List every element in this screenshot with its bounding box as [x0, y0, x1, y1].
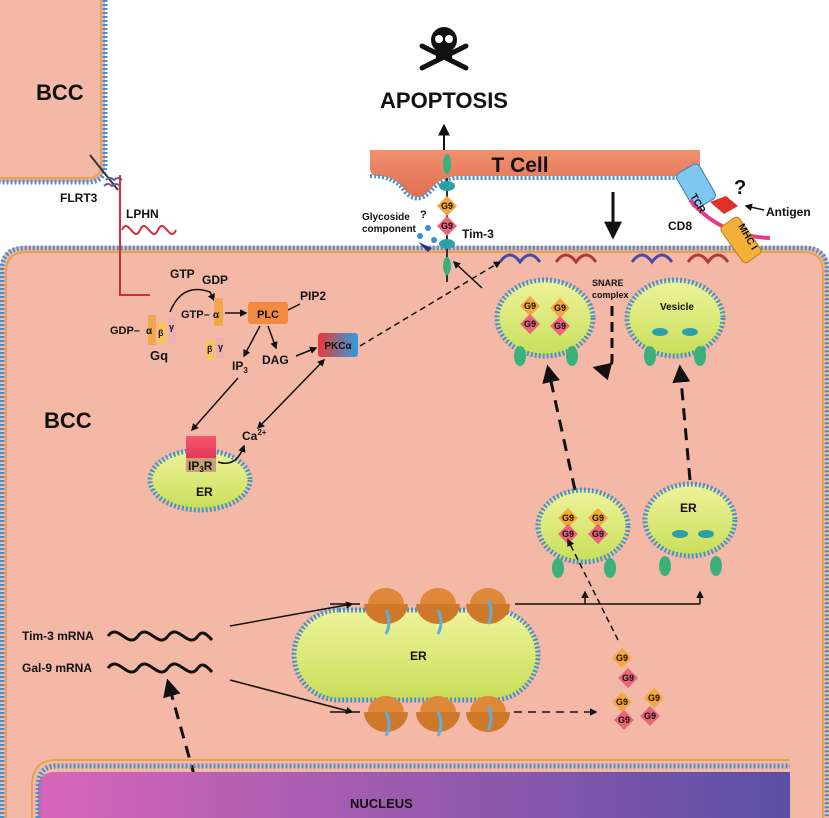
- skull-icon: [419, 27, 469, 71]
- er-mid-label: ER: [680, 501, 697, 515]
- bcc-top-cell: [0, 0, 105, 182]
- gq-beta-gamma-icon: [206, 337, 224, 360]
- gdp-label: GDP: [202, 273, 228, 287]
- g9-secretion-dashed: [567, 538, 619, 641]
- bcc-main-label: BCC: [44, 408, 92, 433]
- g9-free-f: G9: [618, 715, 630, 725]
- g9-v1c: G9: [554, 303, 566, 313]
- pip2-label: PIP2: [300, 289, 326, 303]
- er-left-label: ER: [196, 485, 213, 499]
- question-mark-1: ?: [420, 209, 427, 221]
- nucleus-label: NUCLEUS: [350, 796, 413, 811]
- er-main-label: ER: [410, 649, 427, 663]
- glycoside-label-2: component: [362, 224, 417, 235]
- pkc-label: PKCα: [324, 341, 352, 352]
- alpha-label-1: α: [146, 326, 153, 337]
- question-mark-2: ?: [734, 177, 746, 199]
- lphn-receptor-icon: [119, 175, 177, 296]
- pkc-to-vesicle-arrow: [359, 261, 502, 347]
- g9-v2b: G9: [562, 529, 574, 539]
- t-cell-label: T Cell: [491, 154, 548, 177]
- gq-protein-icon: [148, 315, 176, 345]
- g9-free-e: G9: [616, 697, 628, 707]
- beta-label-1: β: [158, 328, 164, 338]
- tim3-receptor-icon: [437, 154, 457, 282]
- dashed-arrow-up-left: [542, 364, 577, 491]
- g9-free-b: G9: [622, 673, 634, 683]
- ip3-label: IP3: [232, 359, 248, 375]
- cd8-label: CD8: [668, 219, 692, 233]
- vesicle-mid-left: [535, 487, 631, 565]
- ip3r-label: IP3R: [188, 459, 213, 474]
- snare-complexes: [498, 253, 730, 265]
- g9-free-d: G9: [644, 711, 656, 721]
- vesicle-upper-stalks: [514, 328, 706, 366]
- g9-tim3-a: G9: [441, 201, 453, 211]
- vesicle-mid-left-g9: [558, 508, 608, 544]
- er-left: [147, 447, 253, 513]
- gal9-mrna-label: Gal-9 mRNA: [22, 661, 92, 675]
- tim3-label: Tim-3: [462, 227, 494, 241]
- dag-label: DAG: [262, 353, 289, 367]
- bcc-main-membrane: [0, 245, 829, 818]
- gtp1-label: GTP: [170, 267, 195, 281]
- gamma-label-1: γ: [169, 322, 174, 332]
- tim3-mrna-label: Tim-3 mRNA: [22, 629, 94, 643]
- snare-label-2: complex: [592, 290, 629, 300]
- lphn-label: LPHN: [126, 207, 159, 221]
- flrt3-label: FLRT3: [60, 191, 98, 205]
- pkc-box: [318, 333, 358, 357]
- g9-v2d: G9: [592, 529, 604, 539]
- plc-label: PLC: [257, 309, 279, 321]
- apoptosis-label: APOPTOSIS: [380, 88, 508, 113]
- bcc-top-label: BCC: [36, 80, 84, 105]
- er-main: [291, 607, 541, 703]
- gdp2-label: GDP–: [110, 325, 140, 337]
- vesicle-mid-right: [642, 481, 738, 559]
- g9-free-c: G9: [648, 693, 660, 703]
- vesicle-upper-left-g9: [520, 296, 570, 336]
- g9-free-a: G9: [616, 653, 628, 663]
- g9-v2c: G9: [592, 513, 604, 523]
- glycoside-label-1: Glycoside: [362, 212, 410, 223]
- ribosomes-top: [364, 588, 510, 635]
- beta-label-2: β: [207, 344, 213, 354]
- ip3r-receptor: [186, 436, 216, 462]
- gamma-label-2: γ: [218, 342, 223, 352]
- nucleus-body: [38, 772, 790, 818]
- antigen-label: Antigen: [766, 205, 811, 219]
- vesicle-upper-right: [624, 277, 726, 359]
- t-cell-body: [370, 150, 700, 197]
- g9-tim3-b: G9: [441, 221, 453, 231]
- gtp-gdp-arrow: [169, 288, 215, 313]
- alpha-label-2: α: [213, 310, 220, 321]
- gal9-mrna-strand: [106, 662, 214, 674]
- g-alpha-active: [214, 298, 223, 326]
- vesicle-upper-left: [494, 277, 596, 359]
- free-g9-molecules: [612, 648, 664, 730]
- g9-v1b: G9: [524, 319, 536, 329]
- gq-label: Gq: [150, 348, 168, 363]
- g9-v2a: G9: [562, 513, 574, 523]
- plc-box: [248, 302, 288, 324]
- tim3-mrna-strand: [106, 630, 214, 642]
- bcc-top-membrane: [0, 0, 108, 185]
- g9-v1a: G9: [524, 301, 536, 311]
- vesicle-label: Vesicle: [660, 302, 694, 313]
- ribosomes-bottom: [364, 696, 510, 737]
- snare-label-1: SNARE: [592, 278, 624, 288]
- g9-v1d: G9: [554, 321, 566, 331]
- vesicle-mid-stalks: [552, 530, 722, 578]
- gtp2-label: GTP–: [181, 309, 210, 321]
- tcr-complex-icon: [676, 163, 771, 264]
- ca-label: Ca2+: [242, 428, 267, 443]
- glycoside-icon: [417, 225, 438, 252]
